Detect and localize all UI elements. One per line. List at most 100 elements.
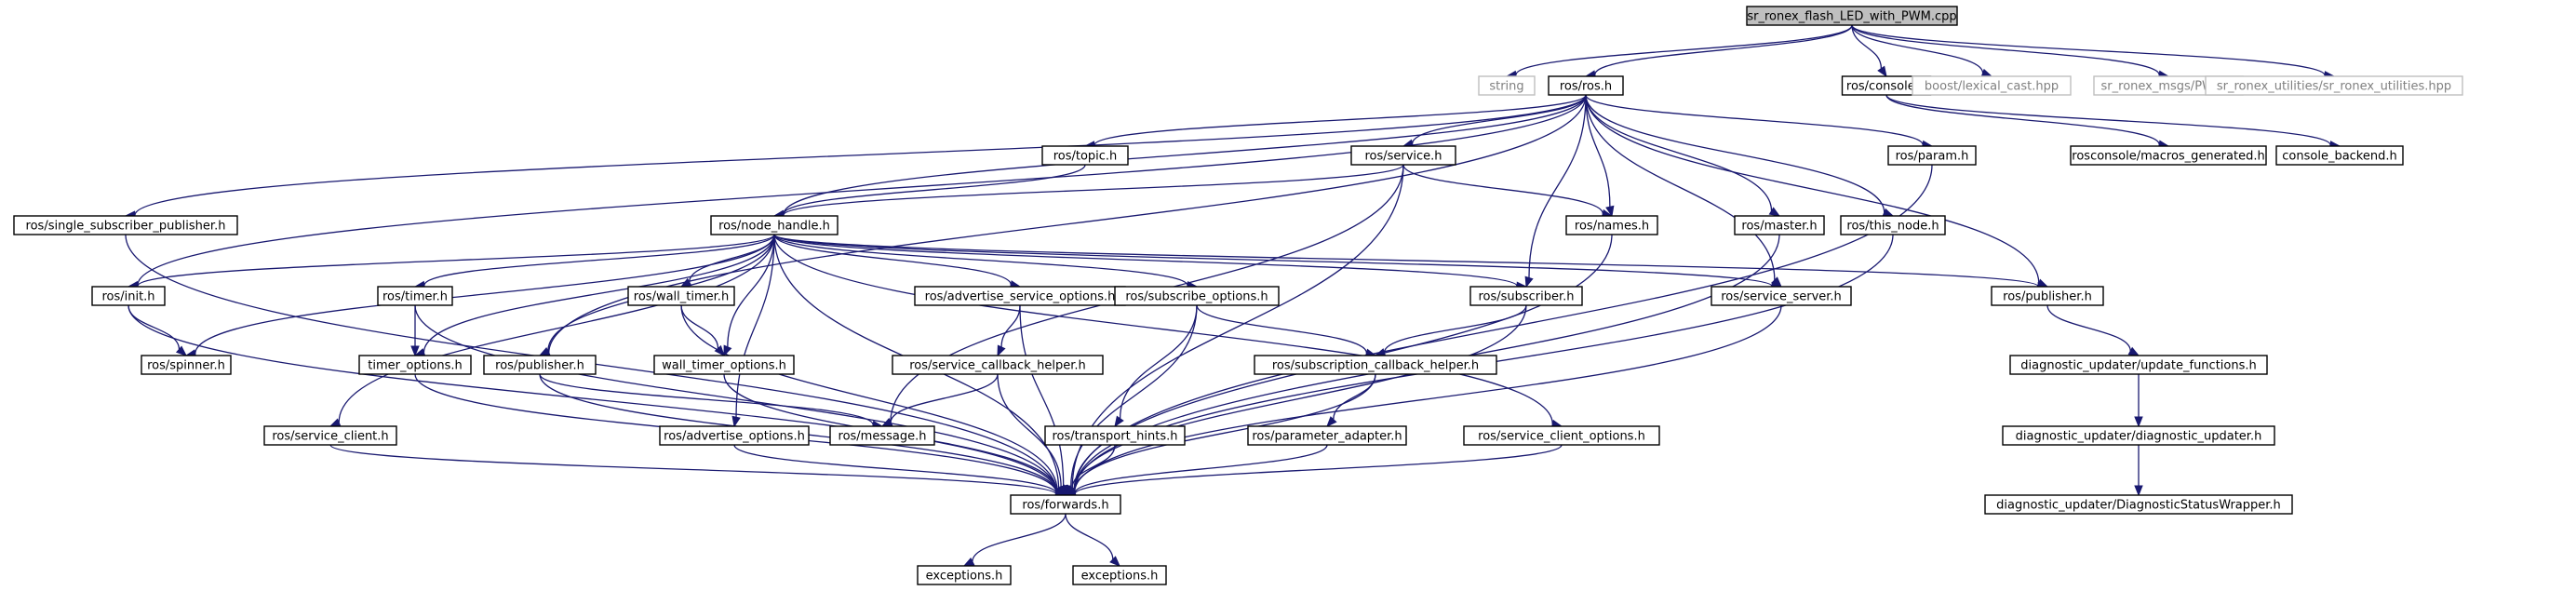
node-string[interactable]: string — [1478, 75, 1536, 96]
edge-line — [1885, 94, 2331, 146]
node-label: ros/topic.h — [1053, 150, 1118, 164]
edge-line — [997, 373, 1062, 488]
node-box — [1072, 565, 1167, 585]
edge-line — [127, 304, 1057, 494]
node-box — [91, 286, 166, 306]
edge-line — [1333, 373, 1376, 420]
edge-line — [773, 234, 1012, 286]
node-this-node[interactable]: ros/this_node.h — [1840, 215, 1946, 235]
node-box — [1463, 425, 1660, 446]
node-param-adapter[interactable]: ros/parameter_adapter.h — [1247, 425, 1407, 446]
edge-line — [548, 94, 1587, 354]
edge-line — [1070, 304, 1198, 488]
edge-line — [137, 234, 775, 287]
edge-ros_h-to-names_h — [1585, 94, 1615, 218]
node-sub-opts[interactable]: ros/subscribe_options.h — [1114, 286, 1280, 306]
edge-node_handle-to-init_h — [127, 234, 775, 290]
node-exceptions-l[interactable]: exceptions.h — [917, 565, 1012, 585]
node-single-sub-pub[interactable]: ros/single_subscriber_publisher.h — [13, 215, 238, 235]
arrowhead — [1109, 556, 1120, 567]
edge-line — [1528, 94, 1587, 278]
edge-line — [423, 234, 775, 353]
node-label: ros/subscribe_options.h — [1125, 290, 1268, 304]
node-label: ros/single_subscriber_publisher.h — [26, 220, 226, 234]
node-publisher-r[interactable]: ros/publisher.h — [1991, 286, 2104, 306]
node-label: ros/master.h — [1741, 220, 1817, 234]
edge-publisher_r-to-update_functions — [2046, 304, 2140, 356]
edge-line — [783, 164, 1404, 216]
node-ros-h[interactable]: ros/ros.h — [1548, 75, 1624, 96]
node-label: ros/service_server.h — [1721, 290, 1842, 304]
node-label: ros/param.h — [1896, 150, 1969, 164]
edge-ros_h-to-this_node — [1585, 94, 1895, 217]
node-label: ros/service_client.h — [272, 430, 388, 444]
arrowhead — [410, 345, 420, 357]
node-utilities[interactable]: sr_ronex_utilities/sr_ronex_utilities.hp… — [2205, 75, 2463, 96]
edge-topic_h-to-node_handle — [772, 164, 1086, 219]
node-service-client[interactable]: ros/service_client.h — [263, 425, 397, 446]
node-publisher-l[interactable]: ros/publisher.h — [483, 355, 597, 375]
node-adv-opts[interactable]: ros/advertise_options.h — [659, 425, 810, 446]
node-subscriber-h[interactable]: ros/subscriber.h — [1469, 286, 1583, 306]
edge-line — [1851, 24, 1984, 74]
node-update-functions[interactable]: diagnostic_updater/update_functions.h — [2009, 355, 2268, 375]
node-box — [2070, 145, 2267, 166]
edge-line — [1065, 513, 1114, 560]
edge-line — [414, 304, 1058, 493]
node-adv-srv-opts[interactable]: ros/advertise_service_options.h — [914, 286, 1126, 306]
node-box — [892, 355, 1104, 375]
node-transport-hints[interactable]: ros/transport_hints.h — [1044, 425, 1186, 446]
node-forwards[interactable]: ros/forwards.h — [1010, 494, 1121, 515]
edge-service_h-to-names_h — [1402, 164, 1614, 219]
edge-line — [1093, 94, 1587, 146]
node-console-backend[interactable]: console_backend.h — [2275, 145, 2404, 166]
node-box — [1840, 215, 1946, 235]
node-box — [2275, 145, 2404, 166]
node-box — [1247, 425, 1407, 446]
node-srv-cb-helper[interactable]: ros/service_callback_helper.h — [892, 355, 1104, 375]
edge-node_handle-to-publisher_r — [773, 234, 2049, 291]
edge-line — [890, 373, 999, 423]
node-timer-h[interactable]: ros/timer.h — [377, 286, 453, 306]
node-exceptions-r[interactable]: exceptions.h — [1072, 565, 1167, 585]
node-label: ros/message.h — [839, 430, 927, 444]
edge-srv_cb_helper-to-message_h — [880, 373, 999, 427]
edge-line — [773, 234, 1518, 287]
node-spinner[interactable]: ros/spinner.h — [141, 355, 232, 375]
node-param-h[interactable]: ros/param.h — [1887, 145, 1977, 166]
edge-line — [1885, 94, 2160, 145]
node-box — [1010, 494, 1121, 515]
node-root[interactable]: sr_ronex_flash_LED_with_PWM.cpp — [1746, 6, 1958, 26]
node-wall-timer-opts[interactable]: wall_timer_options.h — [653, 355, 795, 375]
node-srv-client-opts[interactable]: ros/service_client_options.h — [1463, 425, 1660, 446]
node-wall-timer[interactable]: ros/wall_timer.h — [627, 286, 735, 306]
node-timer-options[interactable]: timer_options.h — [358, 355, 472, 375]
node-label: console_backend.h — [2282, 150, 2396, 164]
node-box — [653, 355, 795, 375]
node-box — [1469, 286, 1583, 306]
node-label: timer_options.h — [368, 359, 462, 373]
node-names-h[interactable]: ros/names.h — [1565, 215, 1658, 235]
node-label: diagnostic_updater/update_functions.h — [2020, 359, 2257, 373]
node-label: sr_ronex_utilities/sr_ronex_utilities.hp… — [2217, 80, 2451, 94]
node-diag-status[interactable]: diagnostic_updater/DiagnosticStatusWrapp… — [1984, 494, 2293, 515]
node-box — [917, 565, 1012, 585]
node-lexical-cast[interactable]: boost/lexical_cast.hpp — [1912, 75, 2072, 96]
node-node-handle[interactable]: ros/node_handle.h — [710, 215, 839, 235]
edge-subscriber_h-to-sub_cb_helper — [1374, 304, 1527, 357]
node-macros-generated[interactable]: rosconsole/macros_generated.h — [2070, 145, 2267, 166]
node-sub-cb-helper[interactable]: ros/subscription_callback_helper.h — [1254, 355, 1497, 375]
node-topic-h[interactable]: ros/topic.h — [1041, 145, 1129, 166]
node-master-h[interactable]: ros/master.h — [1734, 215, 1825, 235]
edge-ros_h-to-publisher_r — [1585, 94, 2049, 288]
node-init-h[interactable]: ros/init.h — [91, 286, 166, 306]
node-console-h[interactable]: ros/console.h — [1841, 75, 1932, 96]
node-service-h[interactable]: ros/service.h — [1350, 145, 1456, 166]
node-diag-updater[interactable]: diagnostic_updater/diagnostic_updater.h — [2002, 425, 2275, 446]
edge-service_client-to-forwards — [329, 444, 1067, 500]
edge-root-to-console_h — [1851, 24, 1887, 78]
arrowhead — [997, 344, 1006, 357]
node-message-h[interactable]: ros/message.h — [829, 425, 935, 446]
node-service-server[interactable]: ros/service_server.h — [1711, 286, 1852, 306]
edge-line — [134, 94, 1587, 216]
